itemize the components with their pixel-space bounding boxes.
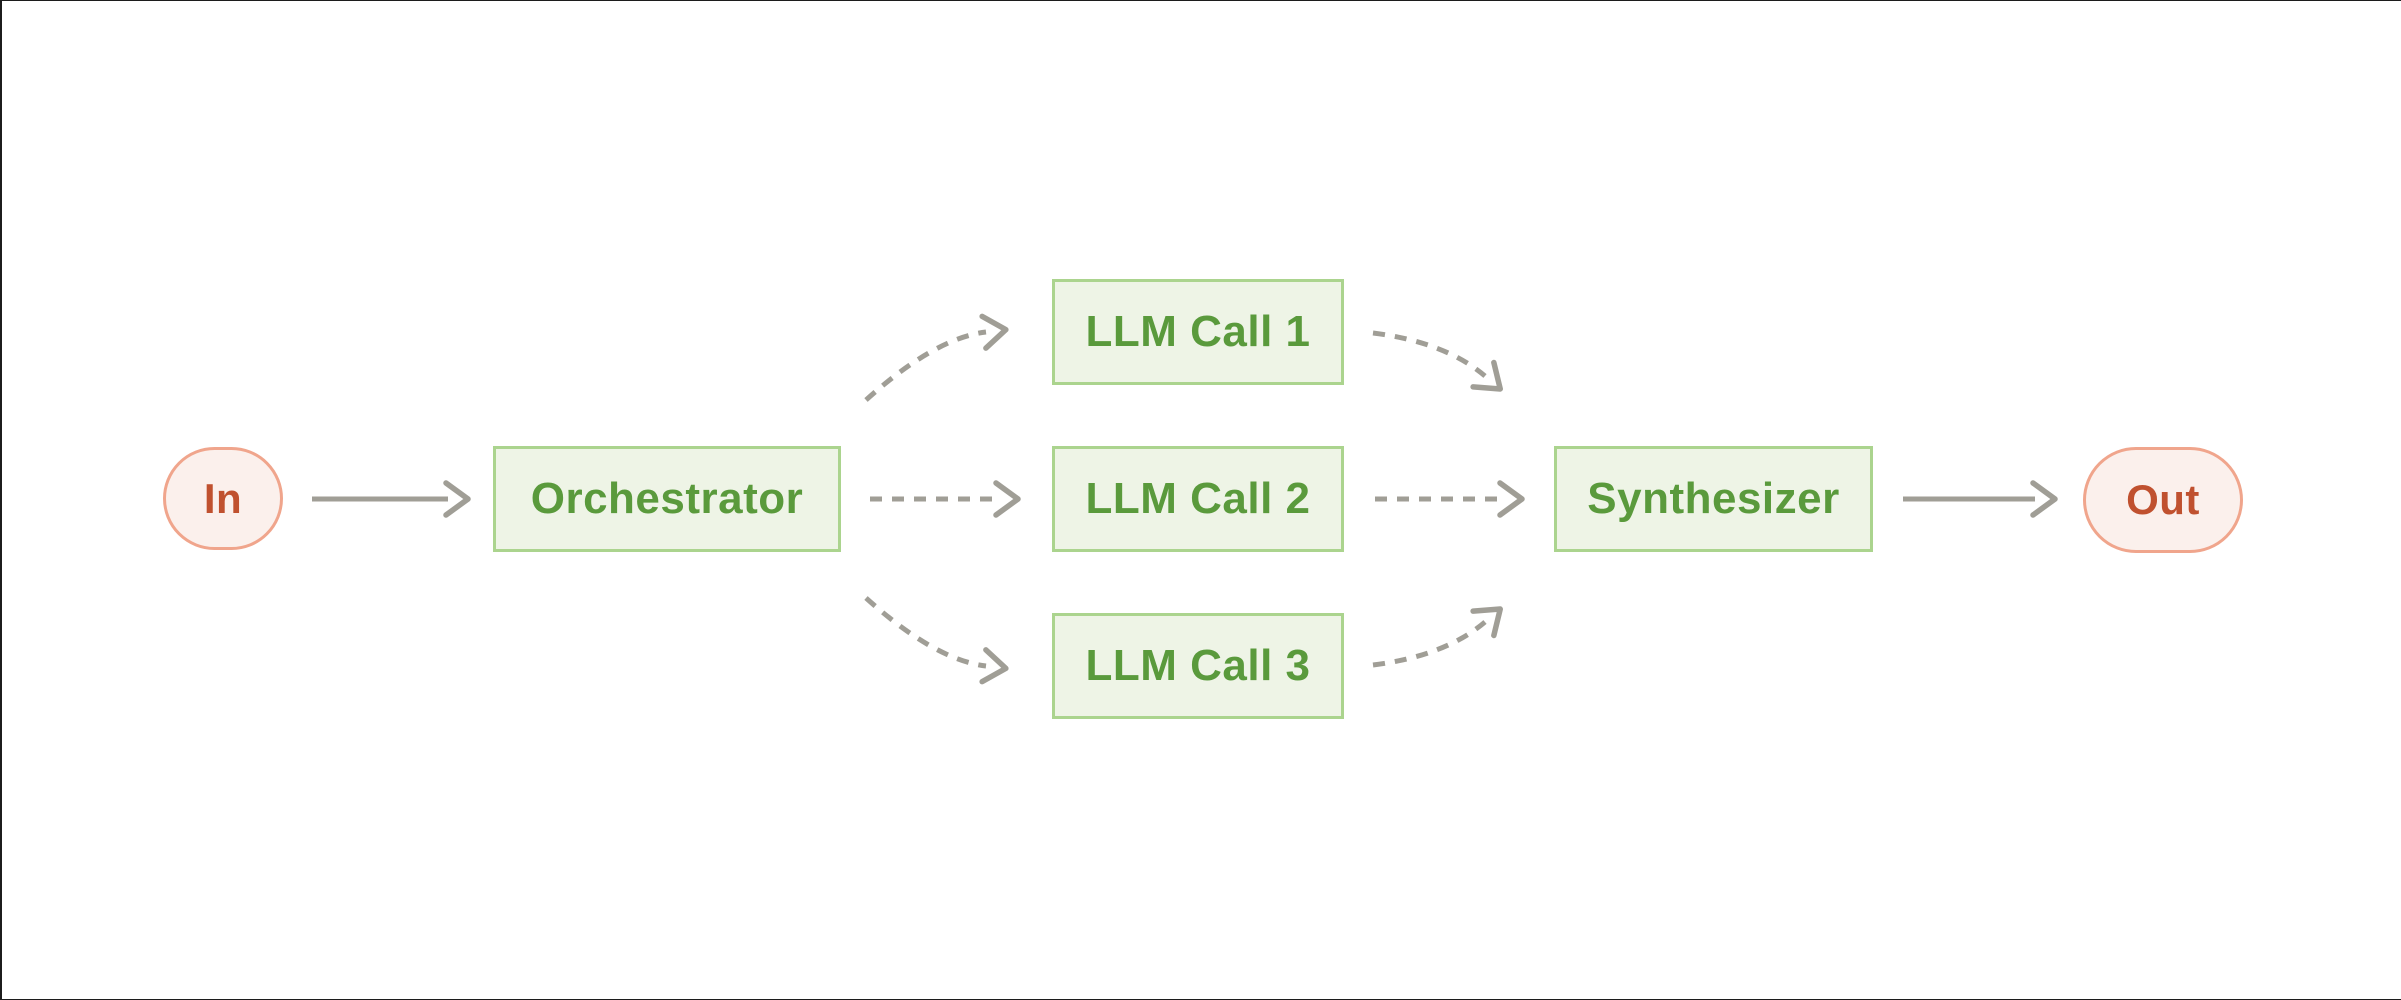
node-in-label: In [203,474,243,522]
node-llm-call-3: LLM Call 3 [1052,613,1344,719]
node-llm-call-1: LLM Call 1 [1052,279,1344,385]
node-llm-call-2-label: LLM Call 2 [1085,474,1311,523]
node-in: In [163,447,283,550]
arrow-llm-call-1-to-synthesizer [1372,330,1503,392]
arrow-orchestrator-to-llm-call-3 [864,596,1009,685]
node-synthesizer-label: Synthesizer [1587,474,1840,523]
arrow-orchestrator-to-llm-call-1 [864,313,1009,402]
node-out: Out [2083,447,2243,553]
page-left-rule [0,0,2,1000]
node-orchestrator-label: Orchestrator [530,474,804,523]
node-llm-call-1-label: LLM Call 1 [1085,307,1311,356]
node-out-label: Out [2126,476,2200,523]
node-llm-call-3-label: LLM Call 3 [1085,641,1311,690]
arrow-llm-call-3-to-synthesizer [1372,606,1503,668]
node-orchestrator: Orchestrator [493,446,841,552]
node-llm-call-2: LLM Call 2 [1052,446,1344,552]
page-top-rule [0,0,2401,1]
node-synthesizer: Synthesizer [1554,446,1873,552]
